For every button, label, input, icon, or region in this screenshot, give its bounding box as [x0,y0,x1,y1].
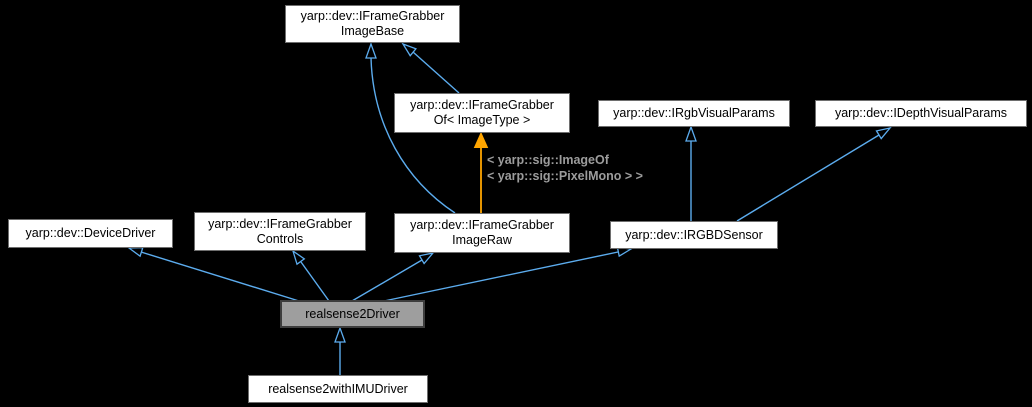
edge-imageraw-to-imagebase [365,42,456,214]
edge-iframegrabberof-to-imagebase [401,42,460,94]
node-iframegrabber-controls[interactable]: yarp::dev::IFrameGrabber Controls [194,212,366,251]
node-irgbdsensor[interactable]: yarp::dev::IRGBDSensor [610,221,778,249]
edge-realsense2driver-to-controls [291,249,330,302]
node-iframegrabber-imagebase[interactable]: yarp::dev::IFrameGrabber ImageBase [285,5,460,43]
edge-realsense2withimudriver-to-realsense2driver [334,326,346,375]
node-realsense2driver-current[interactable]: realsense2Driver [280,300,425,328]
node-devicedriver[interactable]: yarp::dev::DeviceDriver [8,219,173,248]
edge-imageraw-to-iframegrabberof-template [473,131,489,213]
edge-realsense2driver-to-imageraw [351,251,435,302]
template-args-edge-label: < yarp::sig::ImageOf < yarp::sig::PixelM… [487,153,643,183]
edge-irgbdsensor-to-idepthvisualparams [736,126,892,222]
edge-irgbdsensor-to-irgbvisualparams [685,125,697,221]
node-irgbvisualparams[interactable]: yarp::dev::IRgbVisualParams [598,100,790,127]
edge-realsense2driver-to-devicedriver [127,246,300,302]
node-idepthvisualparams[interactable]: yarp::dev::IDepthVisualParams [815,100,1027,127]
node-iframegrabber-of[interactable]: yarp::dev::IFrameGrabber Of< ImageType > [394,93,570,133]
node-iframegrabber-imageraw[interactable]: yarp::dev::IFrameGrabber ImageRaw [394,213,570,253]
edge-realsense2driver-to-irgbdsensor [383,246,633,302]
node-realsense2withimudriver[interactable]: realsense2withIMUDriver [248,375,428,403]
